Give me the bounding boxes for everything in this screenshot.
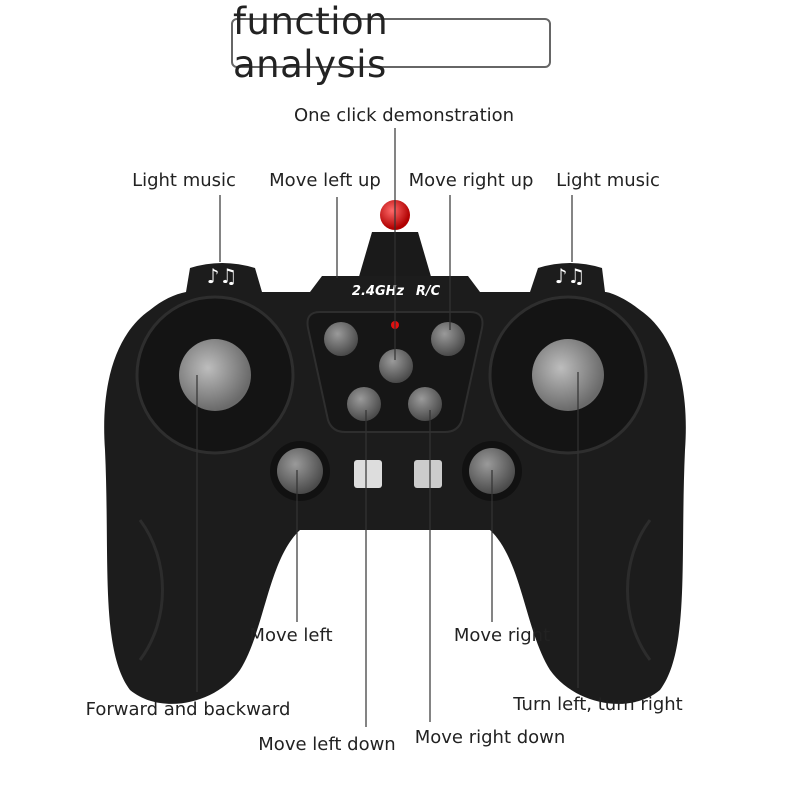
label-move-right-up: Move right up — [408, 170, 534, 191]
right-joystick — [532, 339, 604, 411]
move-right-up-button — [431, 322, 465, 356]
label-forward-backward: Forward and backward — [85, 699, 291, 720]
move-left-button — [277, 448, 323, 494]
label-move-left-down: Move left down — [258, 734, 396, 755]
left-joystick — [179, 339, 251, 411]
leader-lines — [196, 128, 579, 727]
label-move-left: Move left — [249, 625, 333, 646]
label-move-left-up: Move left up — [269, 170, 381, 191]
trim-icon-right — [414, 460, 442, 488]
move-left-down-button — [347, 387, 381, 421]
move-right-down-button — [408, 387, 442, 421]
demo-button — [379, 349, 413, 383]
move-left-up-button — [324, 322, 358, 356]
label-move-right-down: Move right down — [414, 727, 566, 748]
label-light-music-right: Light music — [556, 170, 660, 191]
label-one-click: One click demonstration — [293, 105, 515, 126]
label-turn-left-right: Turn left, turn right — [513, 694, 683, 715]
label-move-right: Move right — [453, 625, 551, 646]
frequency-label: 2.4GHz — [352, 284, 405, 299]
music-icon-right: ♪♫ — [555, 264, 586, 288]
label-light-music-left: Light music — [132, 170, 236, 191]
trim-icon-left — [354, 460, 382, 488]
music-icon-left: ♪♫ — [207, 264, 238, 288]
rc-label: R/C — [416, 284, 441, 299]
